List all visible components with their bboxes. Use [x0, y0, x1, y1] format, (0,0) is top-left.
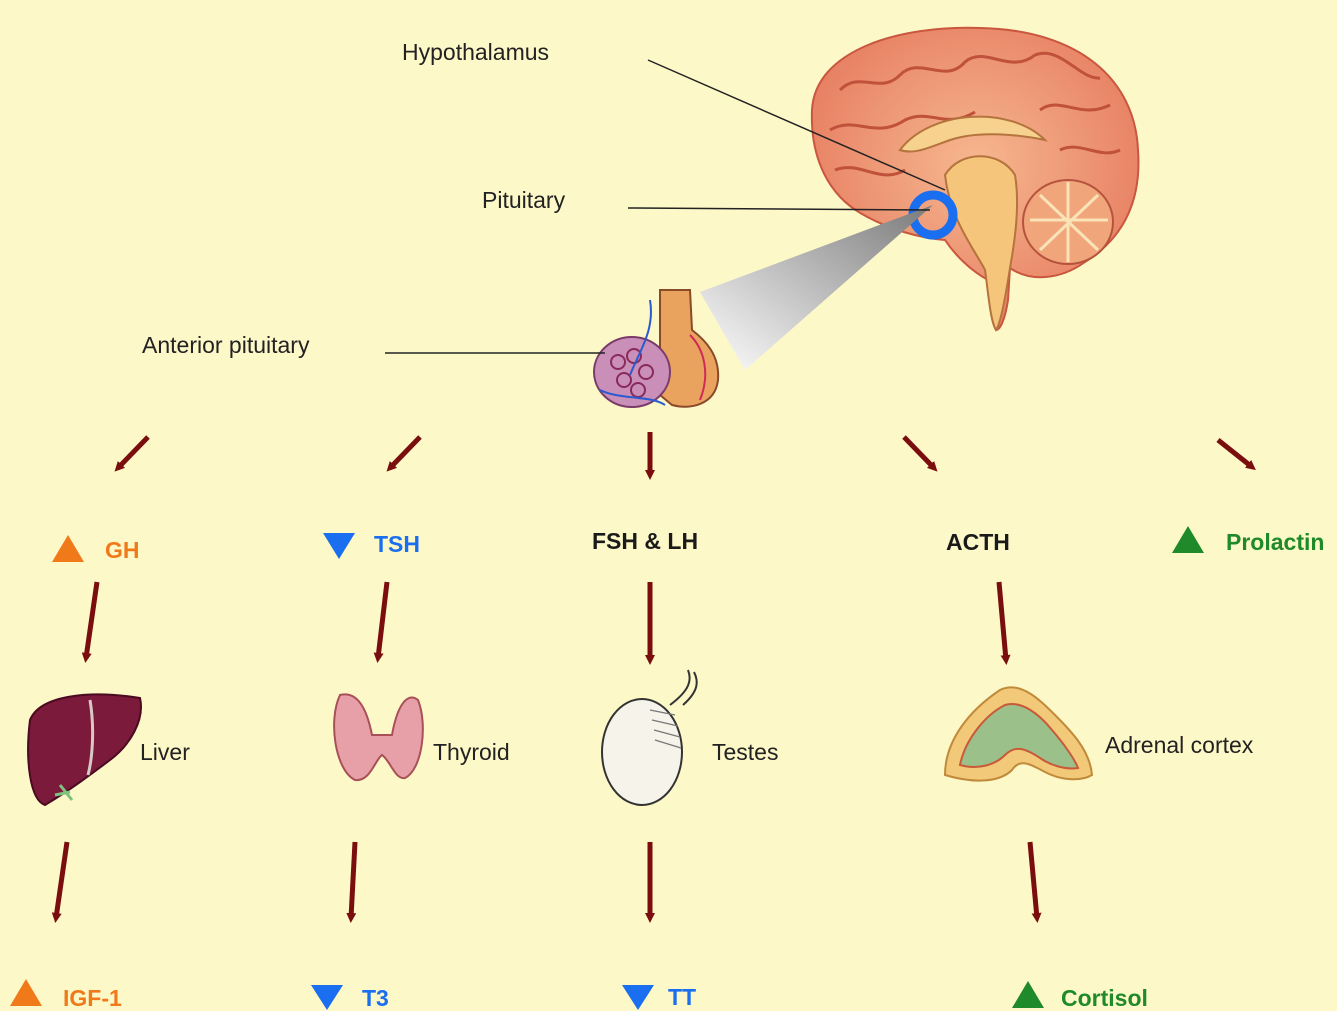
hormone-prolactin: Prolactin [1226, 529, 1324, 555]
anterior-pituitary-label: Anterior pituitary [142, 332, 310, 358]
hormone-gh: GH [105, 537, 140, 563]
pituitary-label: Pituitary [482, 187, 566, 213]
organ-liver: Liver [140, 739, 190, 765]
product-tt: TT [668, 984, 696, 1010]
organ-thyroid: Thyroid [433, 739, 510, 765]
hormone-fsh-lh: FSH & LH [592, 528, 698, 554]
hormone-tsh: TSH [374, 531, 420, 557]
organ-testes: Testes [712, 739, 778, 765]
hormone-acth: ACTH [946, 529, 1010, 555]
product-cortisol: Cortisol [1061, 985, 1148, 1011]
product-t3: T3 [362, 985, 389, 1011]
hypothalamus-label: Hypothalamus [402, 39, 549, 65]
organ-adrenal-cortex: Adrenal cortex [1105, 732, 1254, 758]
product-igf1: IGF-1 [63, 985, 122, 1011]
